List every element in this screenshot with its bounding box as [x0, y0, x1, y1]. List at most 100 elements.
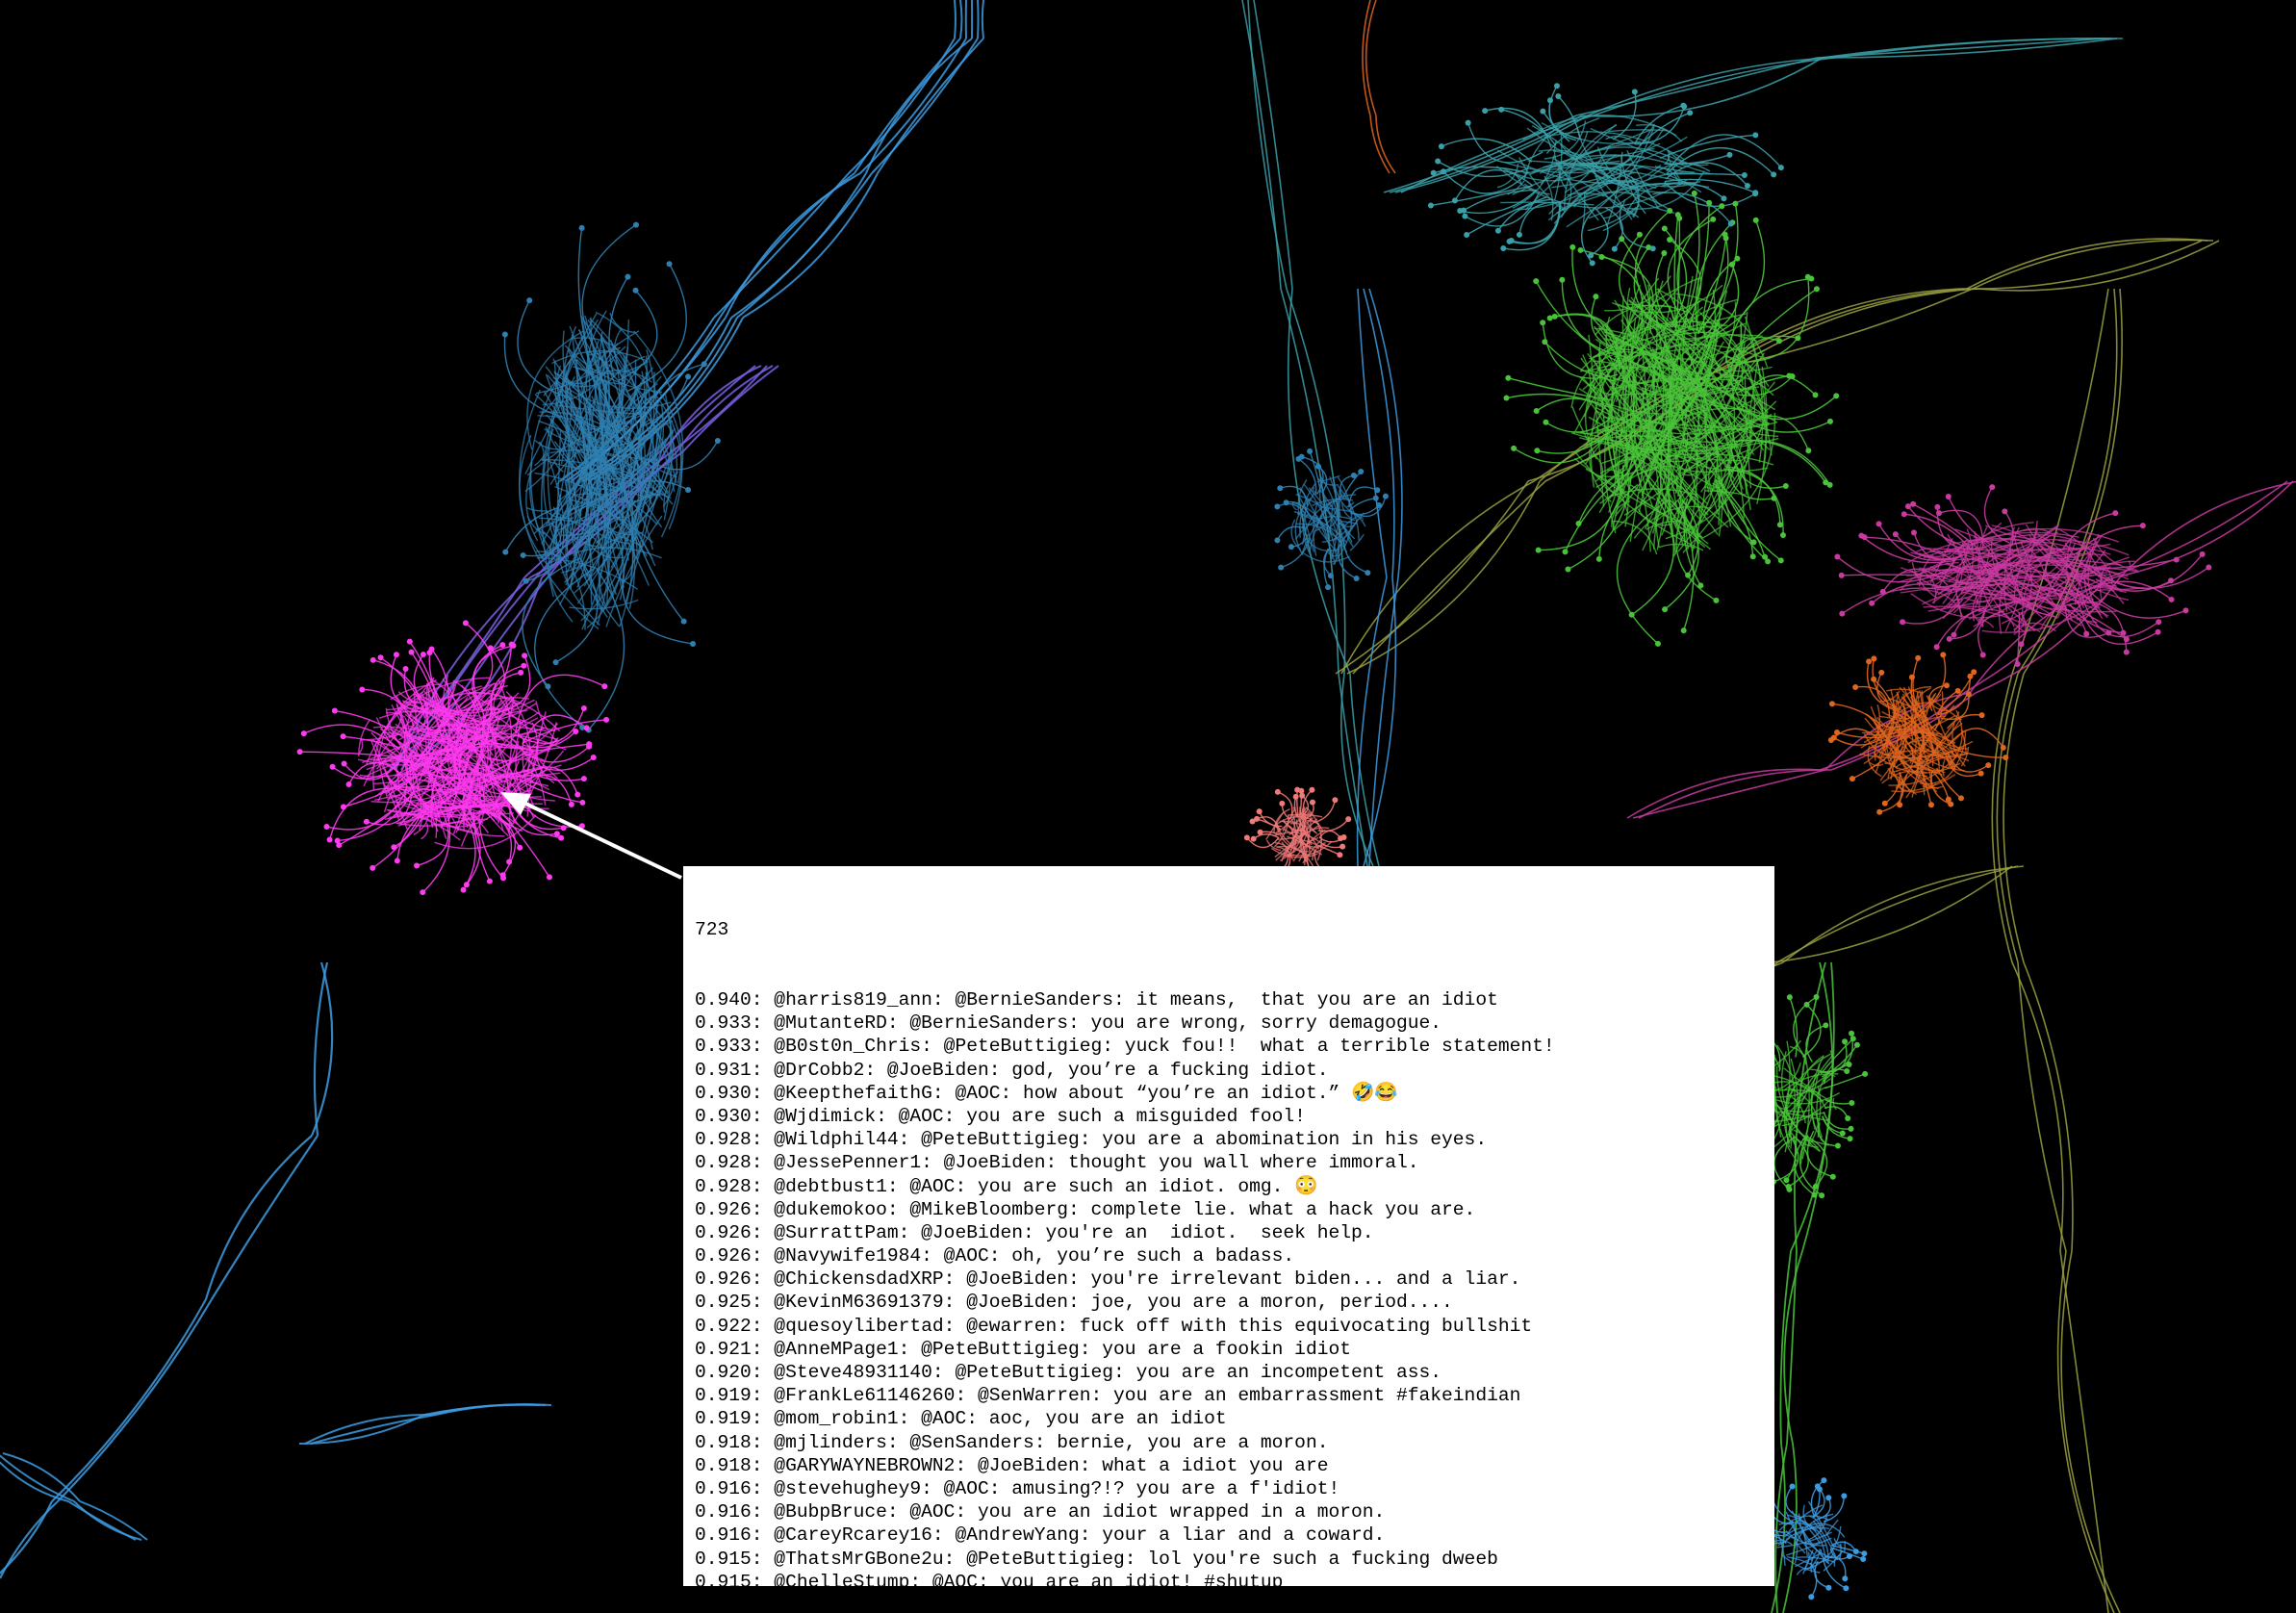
graph-edge	[326, 786, 409, 831]
graph-edge	[403, 668, 434, 715]
tooltip-count: 723	[695, 919, 729, 941]
graph-edge	[2020, 611, 2027, 645]
graph-edge	[589, 431, 637, 520]
graph-edge	[1280, 485, 1309, 507]
graph-edge	[583, 399, 643, 579]
graph-edge	[478, 809, 504, 879]
graph-node	[1645, 243, 1652, 250]
graph-edge	[1593, 57, 1835, 116]
graph-edge	[1290, 818, 1297, 853]
graph-edge	[1822, 1557, 1847, 1589]
graph-edge	[1977, 610, 2005, 655]
graph-edge	[1903, 513, 1973, 552]
graph-edge	[493, 679, 513, 810]
graph-node	[1805, 448, 1812, 454]
graph-node	[1892, 531, 1899, 538]
graph-edge	[2011, 288, 2109, 675]
graph-edge	[1715, 478, 1769, 562]
graph-node	[406, 638, 413, 645]
graph-edge	[1329, 476, 1341, 518]
graph-edge	[428, 730, 462, 749]
graph-edge	[627, 263, 687, 392]
graph-edge	[1241, 0, 1282, 290]
graph-node	[560, 825, 567, 832]
graph-edge	[2077, 600, 2158, 645]
graph-node	[1249, 818, 1256, 825]
graph-node	[2182, 607, 2189, 614]
graph-node	[1598, 254, 1605, 261]
graph-node	[1732, 200, 1739, 207]
graph-edge	[1922, 583, 2085, 605]
graph-node	[1825, 1584, 1832, 1591]
graph-node	[1782, 483, 1789, 490]
graph-node	[506, 858, 513, 865]
tooltip-message-line: 0.916: @stevehughey9: @AOC: amusing?!? y…	[695, 1477, 1340, 1499]
graph-edge	[385, 711, 406, 719]
graph-edge	[1595, 427, 1748, 463]
tooltip-message-line: 0.916: @BubpBruce: @AOC: you are an idio…	[695, 1501, 1386, 1523]
graph-node	[1451, 197, 1458, 204]
graph-edge	[0, 1461, 69, 1502]
graph-edge	[1879, 771, 1904, 813]
graph-node	[517, 844, 523, 851]
graph-node	[1722, 231, 1728, 238]
graph-edge	[453, 689, 491, 798]
graph-edge	[1703, 264, 1740, 338]
graph-edge	[2005, 603, 2020, 614]
graph-edge	[1280, 288, 1339, 675]
graph-node	[1511, 445, 1518, 451]
graph-edge	[1585, 468, 1626, 493]
graph-node	[1842, 1038, 1849, 1045]
graph-node	[1299, 792, 1306, 799]
graph-edge	[1619, 234, 1659, 331]
graph-edge	[363, 685, 482, 787]
graph-edge	[1317, 818, 1349, 832]
tooltip-message-line: 0.921: @AnneMPage1: @PeteButtigieg: you …	[695, 1338, 1351, 1360]
graph-node	[1540, 108, 1546, 115]
graph-edge	[642, 376, 689, 427]
graph-edge	[1287, 813, 1323, 818]
graph-edge	[1816, 1063, 1834, 1139]
graph-edge	[1335, 480, 1529, 675]
graph-edge	[2089, 590, 2186, 619]
graph-edge	[1349, 496, 1387, 518]
graph-edge	[1724, 277, 1812, 364]
graph-edge	[458, 742, 491, 756]
graph-edge	[1881, 711, 1921, 729]
graph-edge	[1587, 206, 1637, 232]
graph-node	[1821, 1477, 1827, 1484]
graph-node	[1691, 190, 1697, 196]
graph-edge	[1638, 769, 1832, 819]
graph-node	[1569, 243, 1576, 250]
graph-edge	[1543, 341, 1617, 382]
graph-node	[359, 686, 366, 693]
graph-node	[1846, 1061, 1852, 1067]
graph-node	[1589, 260, 1595, 267]
graph-node	[2206, 564, 2212, 571]
graph-node	[558, 834, 565, 841]
graph-edge	[1822, 1115, 1850, 1139]
graph-edge	[2, 1452, 81, 1502]
graph-edge	[1877, 524, 1963, 561]
graph-edge	[1672, 399, 1753, 462]
graph-edge	[2055, 607, 2087, 634]
graph-edge	[1463, 189, 1538, 212]
graph-edge	[625, 448, 673, 602]
graph-edge	[1836, 731, 1881, 739]
graph-edge	[383, 783, 400, 822]
graph-edge	[1991, 543, 2074, 622]
graph-edge	[472, 811, 491, 882]
tooltip-message-line: 0.933: @B0st0n_Chris: @PeteButtigieg: yu…	[695, 1036, 1555, 1058]
graph-edge	[1960, 240, 2203, 290]
graph-edge	[517, 299, 572, 399]
graph-edge	[1748, 335, 1767, 471]
graph-edge	[1907, 739, 1957, 758]
graph-edge	[613, 328, 624, 371]
graph-edge	[725, 172, 861, 319]
graph-edge	[1642, 360, 1756, 398]
graph-edge	[2016, 611, 2021, 665]
graph-node	[546, 874, 552, 881]
graph-node	[1771, 495, 1777, 501]
graph-node	[499, 642, 506, 649]
